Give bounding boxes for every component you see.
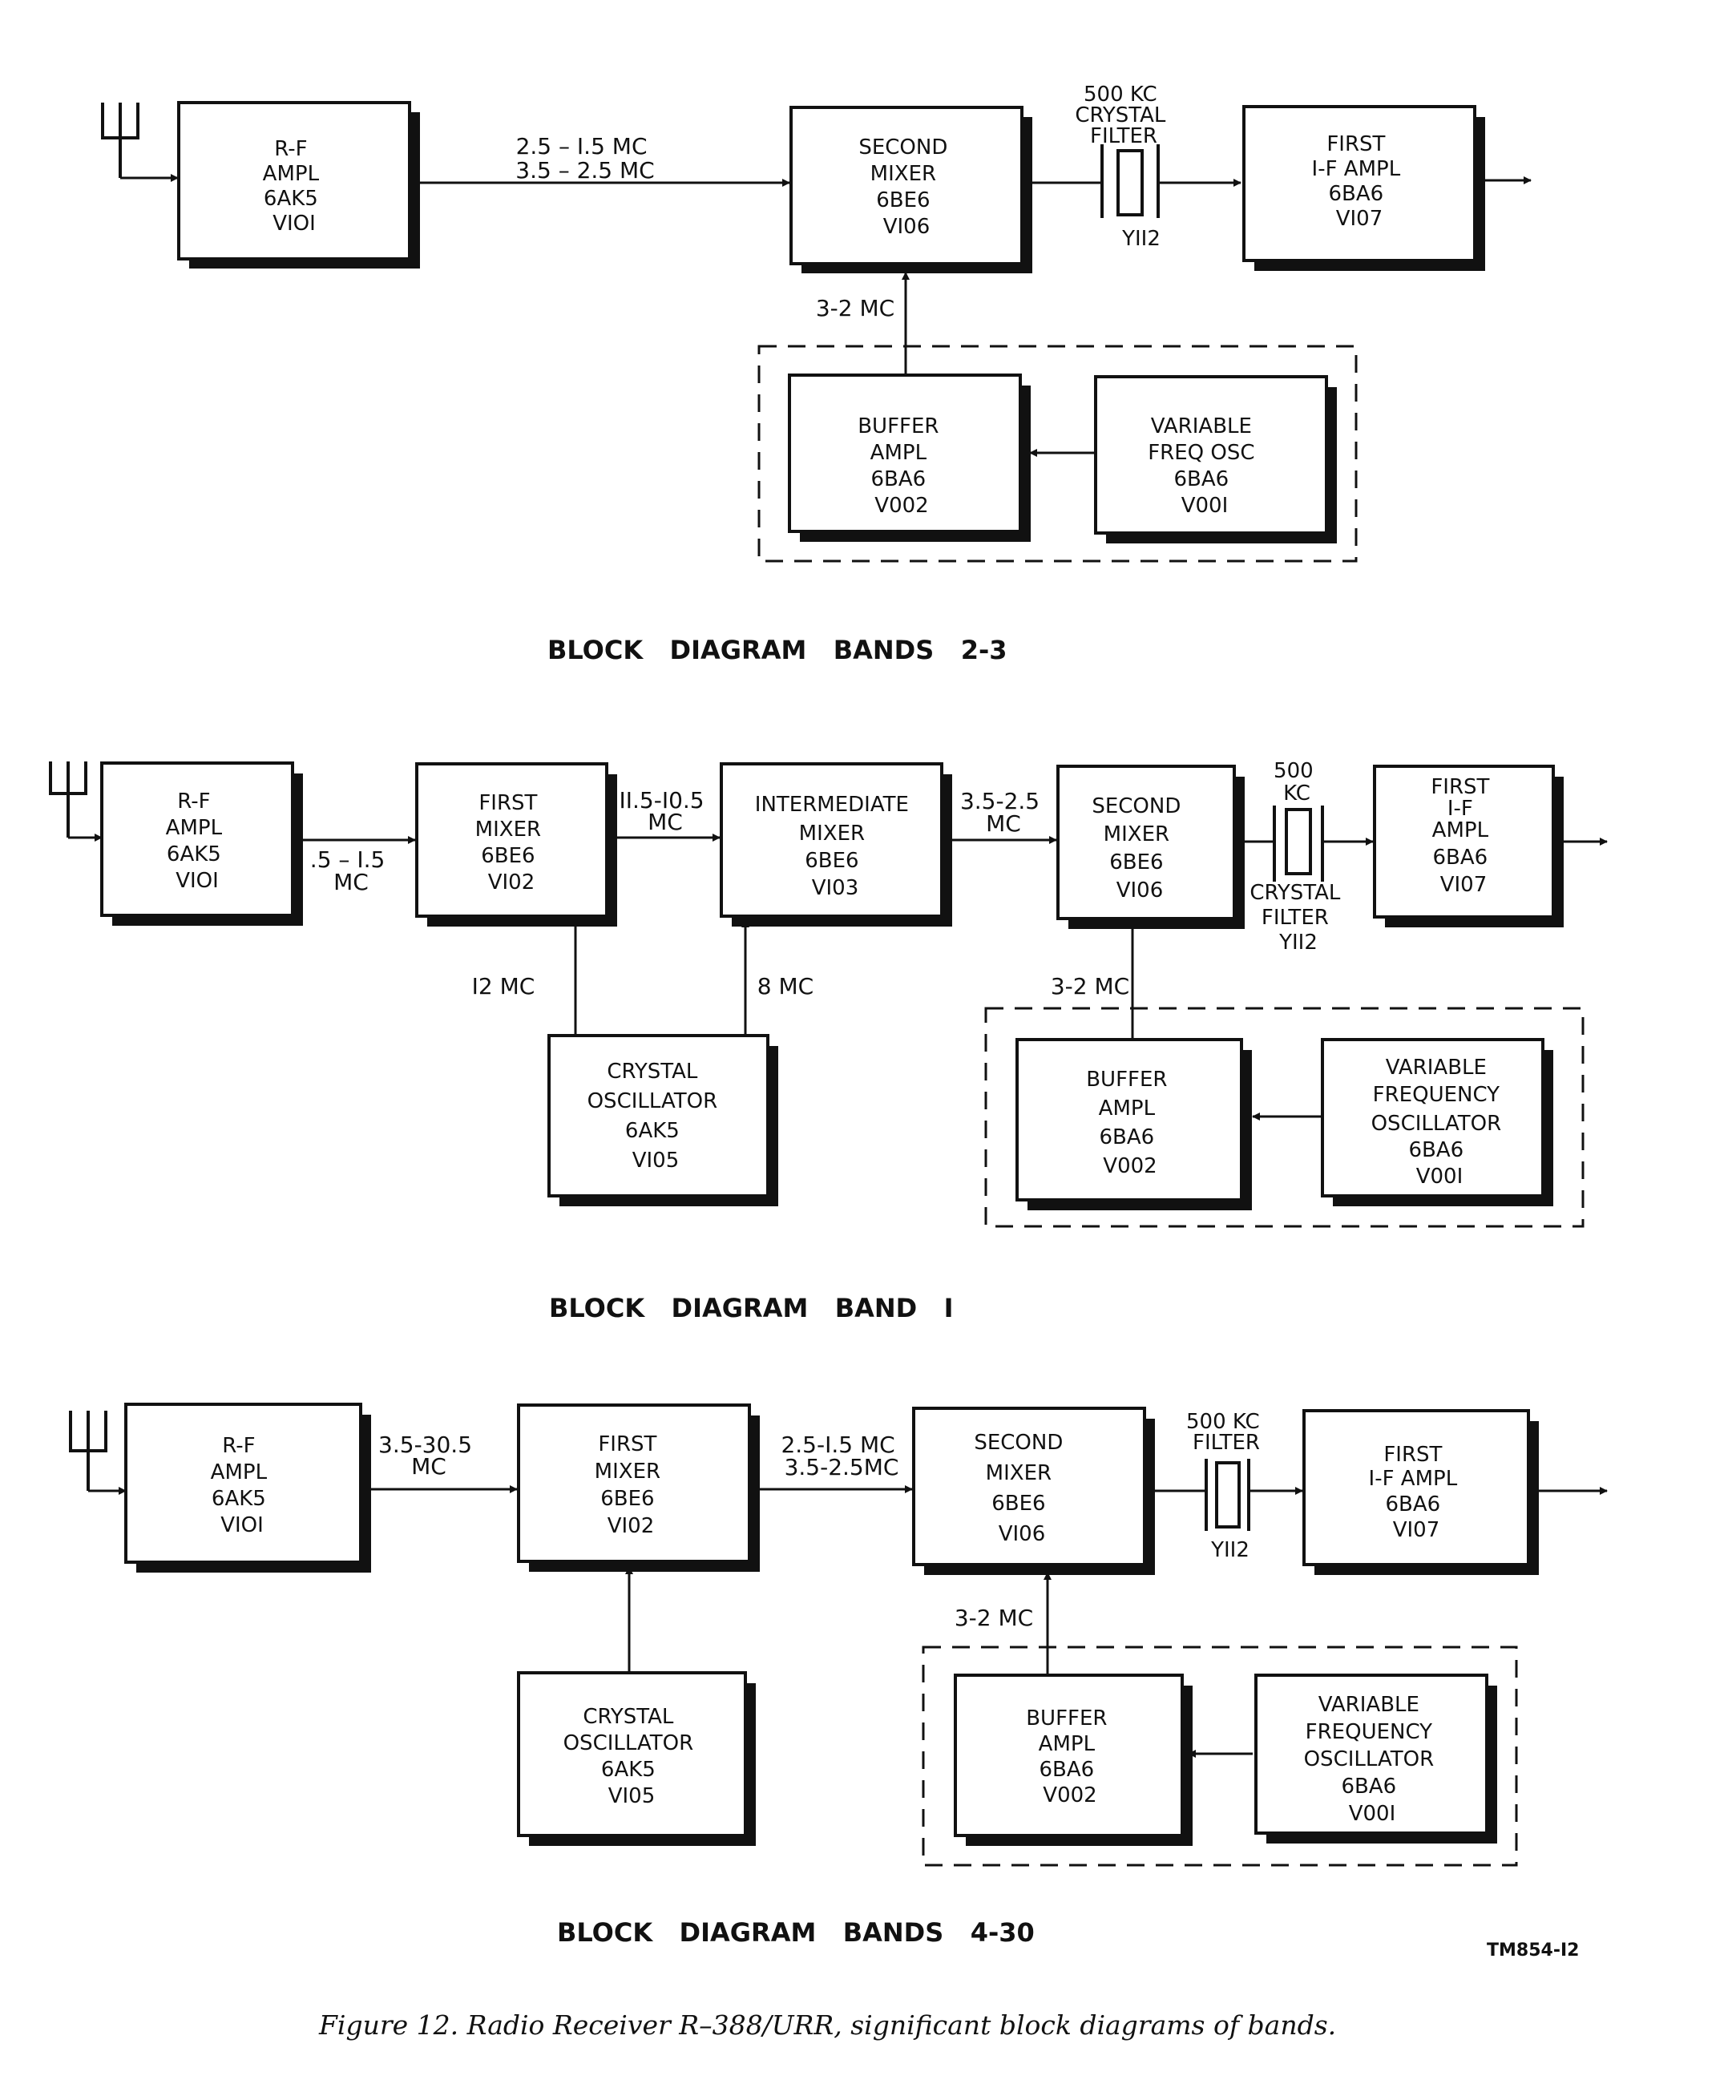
block-label: FIRST I-F AMPL 6BA6 VI07: [1369, 1443, 1464, 1542]
antenna-icon: [101, 103, 122, 178]
block-label: R-F AMPL 6AK5 VIOI: [263, 137, 326, 236]
diagram-title: BLOCK DIAGRAM BAND I: [549, 1293, 954, 1323]
block-rf-amplifier: R-F AMPL 6AK5 VIOI: [100, 761, 303, 926]
block-intermediate-mixer: INTERMEDIATE MIXER 6BE6 VI03: [720, 762, 952, 927]
block-label: FIRST I-F AMPL 6BA6 VI07: [1312, 132, 1407, 231]
frequency-label-intermediate-to-second: 3.5-2.5 MC: [960, 788, 1047, 837]
block-label: SECOND MIXER 6BE6 VI06: [974, 1431, 1069, 1546]
antenna-icon: [69, 1411, 90, 1491]
crystal-filter-label: CRYSTAL FILTER YII2: [1250, 881, 1346, 955]
crystal-filter-label: 500 KC FILTER: [1186, 1410, 1266, 1455]
frequency-label-8mc: 8 MC: [757, 973, 813, 1000]
block-label: BUFFER AMPL 6BA6 V002: [1086, 1068, 1174, 1178]
frequency-label-mixer-to-mixer: 2.5-I.5 MC 3.5-2.5MC: [781, 1432, 902, 1480]
block-label: FIRST I-F AMPL 6BA6 VI07: [1431, 775, 1496, 897]
crystal-filter-icon: [1100, 144, 1160, 218]
signal-lines: [49, 761, 1608, 1228]
crystal-filter-designator: YII2: [1121, 227, 1161, 251]
block-label: FIRST MIXER 6BE6 VI02: [595, 1432, 668, 1538]
block-label: INTERMEDIATE MIXER 6BE6 VI03: [755, 793, 915, 900]
block-first-mixer: FIRST MIXER 6BE6 VI02: [415, 762, 617, 927]
frequency-label-mixer-to-intermediate: II.5-I0.5 MC: [619, 787, 711, 835]
signal-lines: [101, 103, 1532, 563]
frequency-label-12mc: I2 MC: [472, 973, 535, 1000]
crystal-filter-frequency-label: 500 KC: [1274, 759, 1320, 806]
frequency-label-rf-to-mixer: .5 – I.5 MC: [310, 846, 392, 895]
crystal-filter-label: 500 KC CRYSTAL FILTER: [1075, 83, 1172, 148]
block-variable-frequency-oscillator: VARIABLE FREQUENCY OSCILLATOR 6BA6 V00I: [1254, 1674, 1497, 1844]
bands-4-30-diagram: R-F AMPL 6AK5 VIOI FIRST MIXER 6BE6 VI02…: [69, 1403, 1608, 1948]
figure-reference-number: TM854-I2: [1487, 1940, 1579, 1961]
frequency-label-rf-to-mixer: 2.5 – I.5 MC 3.5 – 2.5 MC: [515, 133, 654, 184]
frequency-label-buffer-to-mixer: 3-2 MC: [1051, 973, 1129, 1000]
block-second-mixer: SECOND MIXER 6BE6 VI06: [912, 1407, 1155, 1575]
signal-lines: [69, 1411, 1608, 1867]
antenna-icon-prong: [88, 1411, 107, 1452]
frequency-label-rf-to-mixer: 3.5-30.5 MC: [378, 1432, 479, 1480]
block-rf-amplifier: R-F AMPL 6AK5 VIOI: [124, 1403, 371, 1573]
oscillator-group-outline: [984, 1007, 1585, 1228]
diagram-title: BLOCK DIAGRAM BANDS 2-3: [547, 635, 1007, 665]
block-crystal-oscillator: CRYSTAL OSCILLATOR 6AK5 VI05: [547, 1034, 778, 1206]
block-first-if-amplifier: FIRST I-F AMPL 6BA6 VI07: [1373, 765, 1564, 927]
block-second-mixer: SECOND MIXER 6BE6 VI06: [789, 106, 1032, 273]
block-label: VARIABLE FREQUENCY OSCILLATOR 6BA6 V00I: [1304, 1693, 1441, 1826]
block-label: CRYSTAL OSCILLATOR 6AK5 VI05: [563, 1705, 700, 1808]
frequency-label-buffer-to-mixer: 3-2 MC: [955, 1605, 1033, 1631]
block-label: R-F AMPL 6AK5 VIOI: [166, 790, 229, 893]
block-second-mixer: SECOND MIXER 6BE6 VI06: [1056, 765, 1245, 929]
block-label: BUFFER AMPL 6BA6 V002: [1026, 1706, 1114, 1807]
block-first-if-amplifier: FIRST I-F AMPL 6BA6 VI07: [1302, 1409, 1539, 1575]
antenna-icon-prong: [68, 761, 87, 795]
oscillator-group-outline: [922, 1646, 1518, 1867]
crystal-filter-icon: [1273, 806, 1324, 882]
block-label: FIRST MIXER 6BE6 VI02: [475, 791, 548, 895]
crystal-filter-icon: [1205, 1459, 1250, 1531]
oscillator-group-outline: [757, 345, 1358, 563]
block-first-if-amplifier: FIRST I-F AMPL 6BA6 VI07: [1242, 105, 1485, 271]
diagram-title: BLOCK DIAGRAM BANDS 4-30: [557, 1917, 1035, 1948]
frequency-label-buffer-to-mixer: 3-2 MC: [816, 295, 894, 321]
antenna-icon: [49, 761, 70, 838]
block-variable-frequency-oscillator: VARIABLE FREQUENCY OSCILLATOR 6BA6 V00I: [1321, 1038, 1553, 1206]
block-buffer-amplifier: BUFFER AMPL 6BA6 V002: [954, 1674, 1193, 1846]
block-label: SECOND MIXER 6BE6 VI06: [858, 135, 954, 239]
block-buffer-amplifier: BUFFER AMPL 6BA6 V002: [788, 374, 1031, 542]
block-crystal-oscillator: CRYSTAL OSCILLATOR 6AK5 VI05: [517, 1671, 756, 1846]
block-label: BUFFER AMPL 6BA6 V002: [858, 414, 946, 518]
block-label: SECOND MIXER 6BE6 VI06: [1092, 794, 1187, 903]
band-1-diagram: R-F AMPL 6AK5 VIOI FIRST MIXER 6BE6 VI02…: [49, 759, 1608, 1323]
block-variable-freq-osc: VARIABLE FREQ OSC 6BA6 V00I: [1094, 375, 1337, 543]
block-label: R-F AMPL 6AK5 VIOI: [211, 1434, 274, 1537]
crystal-filter-designator: YII2: [1210, 1538, 1250, 1562]
block-rf-amplifier: R-F AMPL 6AK5 VIOI: [177, 101, 420, 269]
block-buffer-amplifier: BUFFER AMPL 6BA6 V002: [1015, 1038, 1252, 1210]
figure-caption: Figure 12. Radio Receiver R–388/URR, sig…: [318, 2009, 1336, 2041]
bands-2-3-diagram: R-F AMPL 6AK5 VIOI SECOND MIXER 6BE6 VI0…: [101, 83, 1532, 665]
block-first-mixer: FIRST MIXER 6BE6 VI02: [517, 1403, 760, 1572]
block-label: VARIABLE FREQ OSC 6BA6 V00I: [1148, 414, 1262, 518]
block-label: CRYSTAL OSCILLATOR 6AK5 VI05: [587, 1060, 725, 1173]
block-label: VARIABLE FREQUENCY OSCILLATOR 6BA6 V00I: [1371, 1056, 1508, 1189]
antenna-icon-prong: [120, 103, 139, 139]
